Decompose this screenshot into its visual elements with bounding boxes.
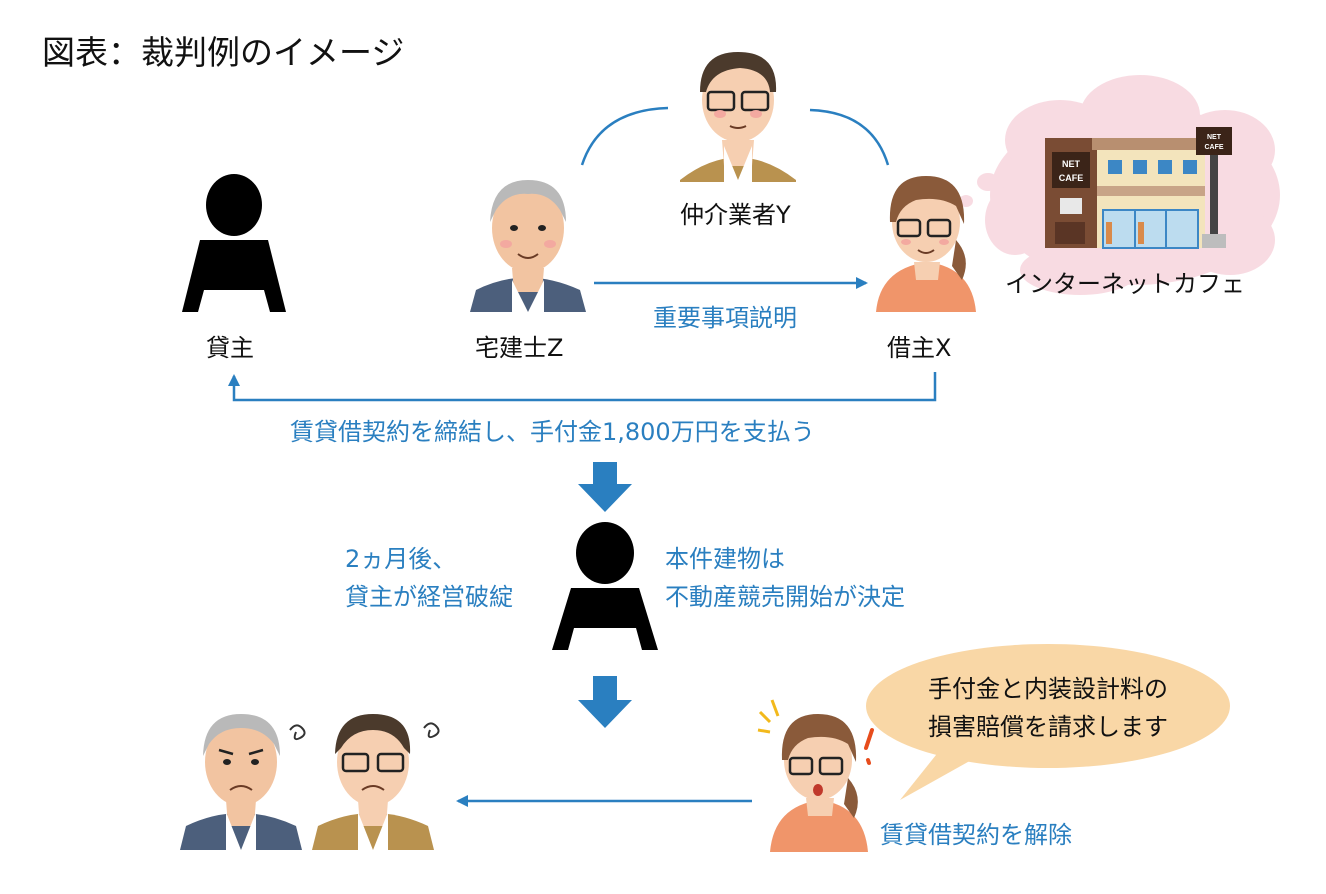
contract-arrow [228,372,937,402]
licensee-z-label: 宅建士Z [475,334,564,362]
net-cafe-sign-large-line1: NET [1062,159,1081,169]
surprised-borrower-x-figure [757,699,874,852]
contract-label: 賃貸借契約を締結し、手付金1,800万円を支払う [290,418,815,446]
net-cafe-sign-small-line1: NET [1207,134,1222,141]
speech-line2: 損害賠償を請求します [928,713,1168,741]
center-silhouette [552,522,658,650]
worried-licensee-z-figure [180,714,306,850]
event-right-line1: 本件建物は [665,545,785,573]
event-right-text: 本件建物は 不動産競売開始が決定 [665,540,905,616]
net-cafe-sign-small-line2: CAFE [1204,144,1223,151]
lender-label: 貸主 [206,334,254,362]
broker-y-figure [680,52,796,182]
event-left-text: 2ヵ月後、 貸主が経営破綻 [345,540,513,616]
net-cafe-sign-large-line2: CAFE [1059,173,1084,183]
borrower-x-figure [876,176,976,312]
flow-down-arrow-1 [578,462,632,512]
broker-y-label: 仲介業者Y [680,201,791,229]
worried-broker-y-figure [312,714,440,850]
explanation-label: 重要事項説明 [653,304,797,332]
connector-arc-right [809,108,890,166]
licensee-z-figure [470,180,586,312]
speech-bubble-shape [866,644,1230,800]
event-left-line1: 2ヵ月後、 [345,545,457,573]
speech-line1: 手付金と内装設計料の [928,675,1168,703]
lender-silhouette [182,174,286,312]
flow-down-arrow-2 [578,676,632,728]
cancel-label: 賃貸借契約を解除 [880,821,1072,849]
net-cafe-label: インターネットカフェ [1005,270,1245,298]
event-left-line2: 貸主が経営破綻 [345,583,513,611]
event-right-line2: 不動産競売開始が決定 [665,583,905,611]
net-cafe-building [1045,127,1232,249]
borrower-x-label: 借主X [887,334,952,362]
connector-arc-left [580,106,669,166]
page-title: 図表：裁判例のイメージ [42,33,405,72]
speech-bubble-text: 手付金と内装設計料の 損害賠償を請求します [928,670,1168,746]
